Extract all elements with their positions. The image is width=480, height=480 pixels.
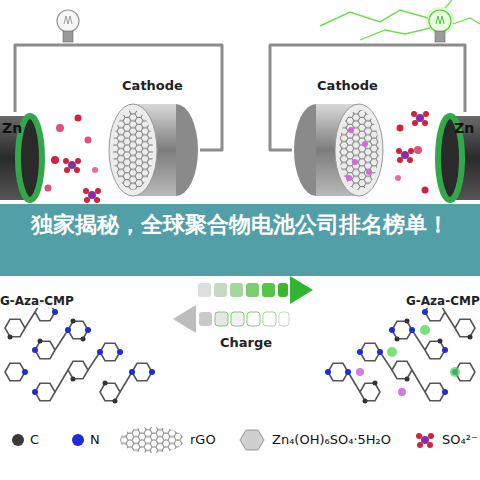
material-label: G-Aza-CMP <box>0 294 74 308</box>
disc-face <box>335 104 383 196</box>
node-label: Cathode <box>105 78 200 93</box>
node-label: Zn <box>2 120 22 136</box>
legend-label: SO₄²⁻ <box>442 432 478 448</box>
polymer-network <box>325 301 475 404</box>
light-bulb <box>57 10 79 42</box>
legend-symbols <box>120 427 434 453</box>
zinc-anode: Zn <box>0 112 40 204</box>
deposit-atom <box>348 127 354 133</box>
deposit-atom <box>366 169 372 175</box>
cathode-disc: Cathode <box>292 100 387 200</box>
cathode-disc: Cathode <box>105 100 200 200</box>
ion <box>56 124 64 132</box>
light-bulb-lit <box>320 0 480 42</box>
ion <box>85 137 92 144</box>
overlay-title: 独家揭秘，全球聚合物电池公司排名榜单！ <box>30 210 450 240</box>
material-label: G-Aza-CMP <box>406 294 480 308</box>
ion <box>75 115 82 122</box>
node-outline <box>105 100 200 200</box>
node-label: Zn <box>454 120 474 136</box>
ion <box>92 167 98 173</box>
polymer-network <box>5 301 155 404</box>
graphene-face <box>339 110 379 190</box>
ion <box>51 156 59 164</box>
legend-swatch <box>72 434 84 446</box>
crystal-symbol <box>240 430 264 450</box>
node-label: Cathode <box>300 78 395 93</box>
legend-label: rGO <box>190 432 216 448</box>
charge-arrow <box>173 305 289 333</box>
process-label: Charge <box>220 335 272 350</box>
zinc-anode: Zn <box>440 112 480 204</box>
node-outline <box>292 100 387 200</box>
legend-label: N <box>90 432 100 448</box>
ion <box>422 187 429 194</box>
ion <box>414 146 422 154</box>
graphene-face <box>113 110 153 190</box>
title-band: 独家揭秘，全球聚合物电池公司排名榜单！ <box>0 204 480 276</box>
legend-label: Zn₄(OH)₆SO₄·5H₂O <box>272 432 391 448</box>
deposit-atom <box>352 159 358 165</box>
ion <box>397 125 404 132</box>
discharge-arrow <box>198 276 313 304</box>
ion <box>395 175 401 181</box>
disc-face <box>109 104 157 196</box>
deposit-atom <box>362 141 368 147</box>
zn-highlight <box>356 325 460 396</box>
legend-label: C <box>30 432 39 448</box>
graphene-symbol <box>120 427 184 453</box>
legend-swatch <box>12 434 24 446</box>
ion <box>45 185 52 192</box>
deposit-atom <box>346 175 352 181</box>
